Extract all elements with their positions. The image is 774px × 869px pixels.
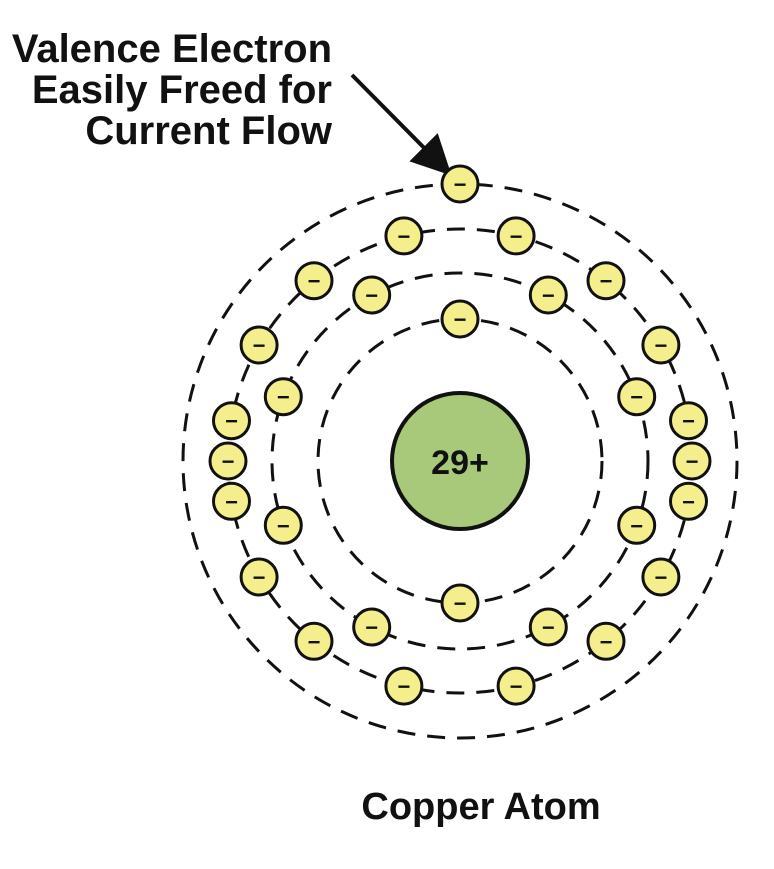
electron-circle bbox=[586, 261, 626, 301]
electron-circle bbox=[669, 401, 708, 441]
diagram-caption: Copper Atom bbox=[361, 786, 600, 828]
electron: − bbox=[496, 216, 536, 256]
electron-charge-sign: − bbox=[686, 449, 699, 474]
electron-charge-sign: − bbox=[454, 172, 467, 197]
electron: − bbox=[528, 607, 568, 647]
electron-charge-sign: − bbox=[654, 565, 667, 590]
electron: − bbox=[669, 401, 708, 441]
electron: − bbox=[263, 505, 303, 545]
electron-circle bbox=[263, 505, 303, 545]
electron-charge-sign: − bbox=[542, 283, 555, 308]
electron: − bbox=[641, 325, 681, 365]
valence-electron-callout: Valence Electron Easily Freed for Curren… bbox=[12, 27, 452, 176]
electron: − bbox=[208, 441, 248, 481]
electron-circle bbox=[212, 481, 251, 521]
electron-charge-sign: − bbox=[600, 629, 613, 654]
electron-circle bbox=[294, 621, 334, 661]
electron-circle bbox=[672, 441, 712, 481]
electron: − bbox=[384, 666, 424, 706]
electron-circle bbox=[440, 164, 480, 204]
electron-circle bbox=[669, 481, 708, 521]
electron: − bbox=[672, 441, 712, 481]
electron-circle bbox=[384, 216, 424, 256]
electron: − bbox=[294, 621, 334, 661]
electron: − bbox=[586, 621, 626, 661]
electron-charge-sign: − bbox=[600, 269, 613, 294]
electron-charge-sign: − bbox=[308, 629, 321, 654]
electron-charge-sign: − bbox=[277, 513, 290, 538]
electrons: − − − − − − − − − − − − − − − − − − − − − − − − − − − − − bbox=[208, 164, 712, 706]
electron-charge-sign: − bbox=[542, 615, 555, 640]
nucleus-circle bbox=[390, 391, 530, 531]
nucleus-charge-label: 29+ bbox=[431, 444, 489, 482]
electron-circle bbox=[239, 325, 279, 365]
electron-charge-sign: − bbox=[654, 333, 667, 358]
electron: − bbox=[641, 557, 681, 597]
electron: − bbox=[352, 275, 392, 315]
electron: − bbox=[263, 377, 303, 417]
electron-circle bbox=[617, 505, 657, 545]
electron-charge-sign: − bbox=[253, 333, 266, 358]
electron-charge-sign: − bbox=[454, 307, 467, 332]
electron: − bbox=[384, 216, 424, 256]
electron-circle bbox=[528, 275, 568, 315]
electron-charge-sign: − bbox=[510, 674, 523, 699]
electron-circle bbox=[212, 401, 251, 441]
electron: − bbox=[496, 666, 536, 706]
electron-circle bbox=[440, 583, 480, 623]
electron-charge-sign: − bbox=[397, 674, 410, 699]
electron-circle bbox=[263, 377, 303, 417]
electron-charge-sign: − bbox=[253, 565, 266, 590]
electron-circle bbox=[239, 557, 279, 597]
callout-arrow bbox=[350, 73, 452, 176]
electron-circle bbox=[352, 607, 392, 647]
electron-charge-sign: − bbox=[277, 385, 290, 410]
callout-line-1: Valence Electron bbox=[12, 27, 332, 71]
electron-circle bbox=[208, 441, 248, 481]
electron-charge-sign: − bbox=[682, 409, 695, 434]
electron-charge-sign: − bbox=[682, 489, 695, 514]
electron-circle bbox=[496, 666, 536, 706]
electron-circle bbox=[586, 621, 626, 661]
electron-circle bbox=[528, 607, 568, 647]
electron-circle bbox=[641, 325, 681, 365]
callout-line-2: Easily Freed for bbox=[32, 68, 332, 112]
electron-charge-sign: − bbox=[630, 513, 643, 538]
valence-electron: − bbox=[440, 164, 480, 204]
electron: − bbox=[528, 275, 568, 315]
electron: − bbox=[669, 481, 708, 521]
electron: − bbox=[617, 505, 657, 545]
electron-circle bbox=[384, 666, 424, 706]
electron-charge-sign: − bbox=[225, 489, 238, 514]
electron: − bbox=[440, 583, 480, 623]
electron-circle bbox=[617, 377, 657, 417]
electron-circle bbox=[440, 299, 480, 339]
shell-orbit-2 bbox=[270, 271, 650, 651]
electron: − bbox=[212, 481, 251, 521]
electron: − bbox=[617, 377, 657, 417]
electron-circle bbox=[294, 261, 334, 301]
electron-charge-sign: − bbox=[222, 449, 235, 474]
callout-line-3: Current Flow bbox=[85, 109, 333, 153]
electron-circle bbox=[352, 275, 392, 315]
electron-charge-sign: − bbox=[365, 615, 378, 640]
electron-charge-sign: − bbox=[225, 409, 238, 434]
electron-charge-sign: − bbox=[454, 591, 467, 616]
electron: − bbox=[586, 261, 626, 301]
electron: − bbox=[239, 557, 279, 597]
electron-charge-sign: − bbox=[630, 385, 643, 410]
electron: − bbox=[440, 299, 480, 339]
electron: − bbox=[212, 401, 251, 441]
nucleus: 29+ bbox=[390, 391, 530, 531]
electron-circle bbox=[496, 216, 536, 256]
electron: − bbox=[352, 607, 392, 647]
electron-charge-sign: − bbox=[397, 224, 410, 249]
electron-charge-sign: − bbox=[365, 283, 378, 308]
electron-charge-sign: − bbox=[308, 269, 321, 294]
electron: − bbox=[294, 261, 334, 301]
electron: − bbox=[239, 325, 279, 365]
electron-charge-sign: − bbox=[510, 224, 523, 249]
electron-circle bbox=[641, 557, 681, 597]
